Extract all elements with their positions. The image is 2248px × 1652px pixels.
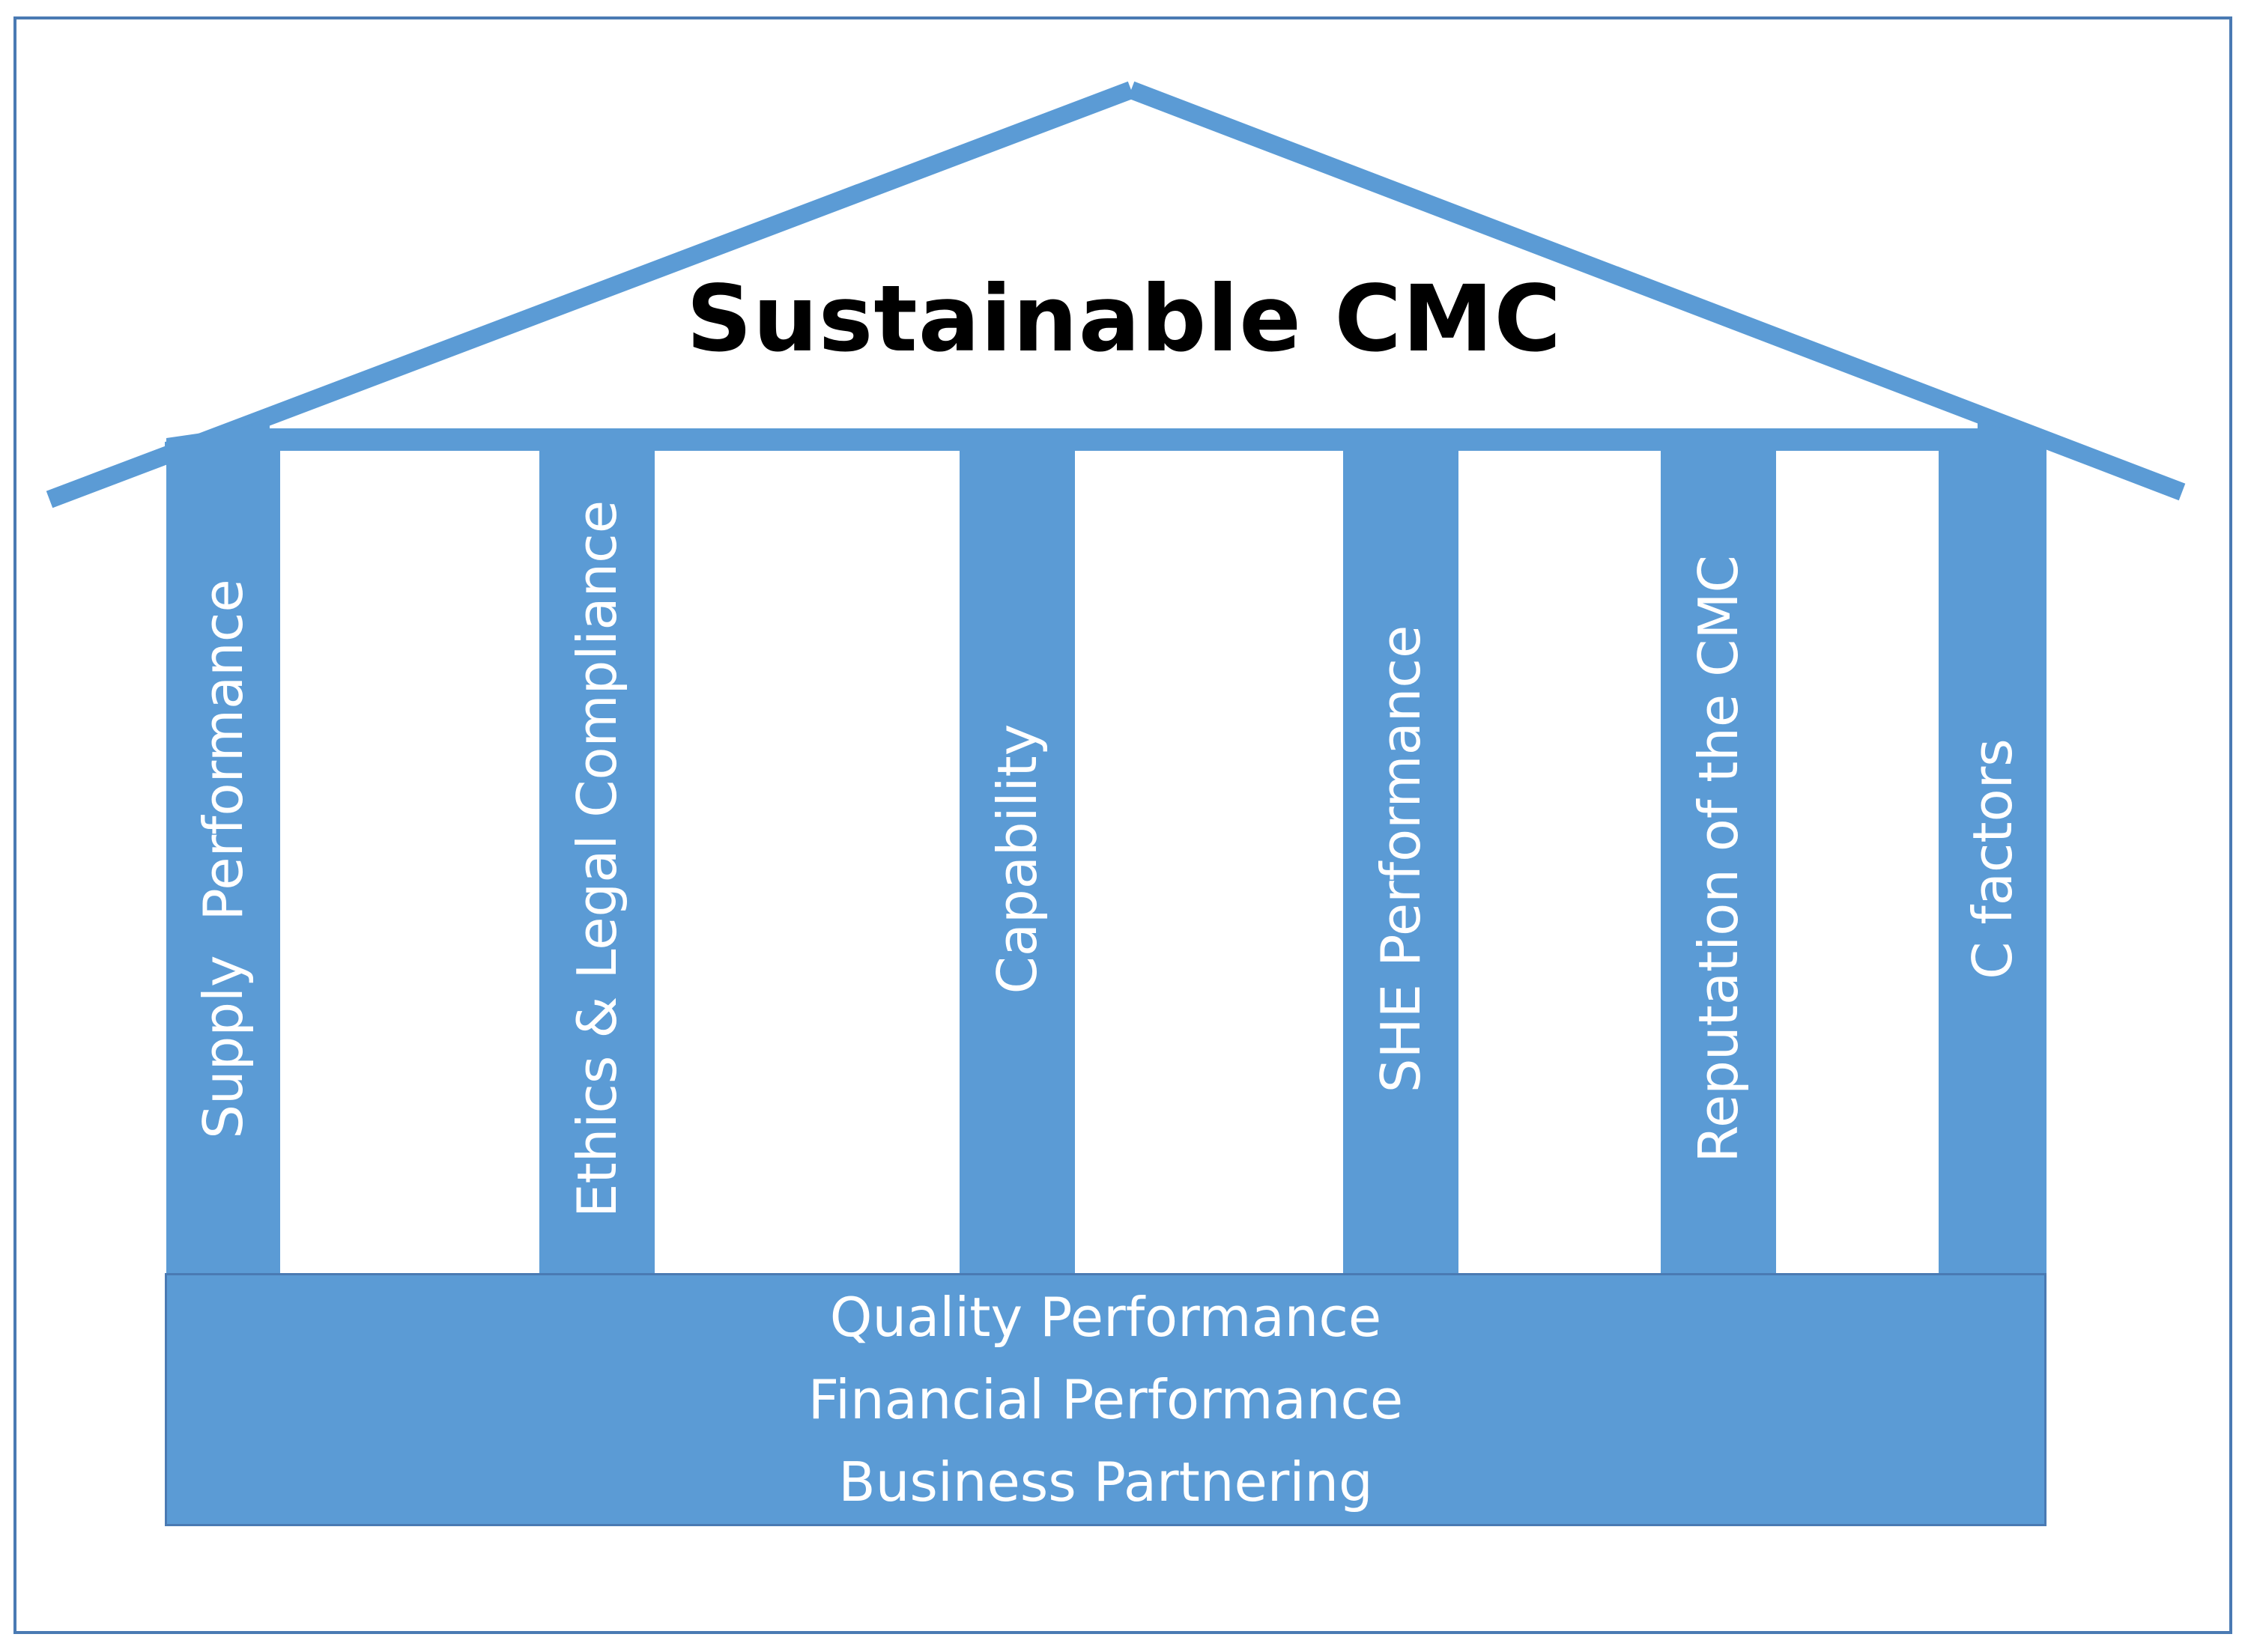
foundation-line-quality: Quality Performance — [829, 1286, 1382, 1349]
pillar-label: Capability — [986, 723, 1049, 994]
foundation-line-business: Business Partnering — [838, 1451, 1373, 1513]
pillar-label: SHE Performance — [1369, 625, 1432, 1093]
pillar-label: Reputation of the CMC — [1687, 554, 1750, 1163]
pillar-label: C factors — [1961, 738, 2024, 980]
diagram-title: Sustainable CMC — [686, 266, 1562, 372]
pillar-supply-performance: Supply Performance — [166, 442, 280, 1275]
pillar-c-factors: C factors — [1939, 442, 2046, 1275]
pillar-capability: Capability — [960, 442, 1075, 1275]
foundation-line-financial: Financial Performance — [808, 1368, 1404, 1431]
diagram-frame — [13, 16, 2232, 1634]
pillar-label: Ethics & Legal Compliance — [566, 499, 628, 1218]
pillar-ethics-legal-compliance: Ethics & Legal Compliance — [539, 442, 655, 1275]
roof-right-slope — [1127, 81, 2186, 501]
pillar-reputation-of-the-cmc: Reputation of the CMC — [1661, 442, 1776, 1275]
pillar-label: Supply Performance — [192, 578, 255, 1139]
pillar-she-performance: SHE Performance — [1343, 442, 1458, 1275]
foundation: Quality Performance Financial Performanc… — [165, 1273, 2046, 1526]
